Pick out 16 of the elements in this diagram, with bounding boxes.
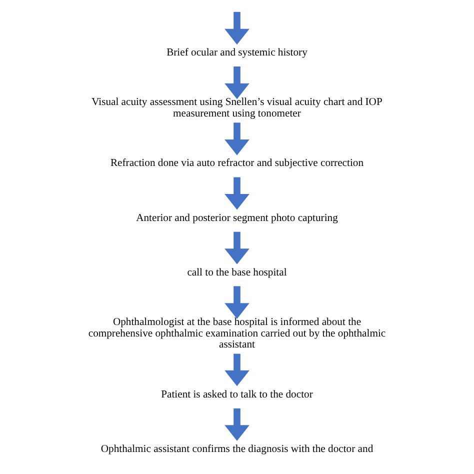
node-text: Brief ocular and systemic history <box>166 48 308 59</box>
node-text: Ophthalmologist at the base hospital is informed about the comprehensive ophthalmic examination carried out by the ophthalmic assistant <box>88 316 386 351</box>
arrow <box>224 122 250 156</box>
arrow <box>224 12 250 45</box>
arrow <box>224 286 250 319</box>
arrow <box>224 354 250 386</box>
node-text: Patient is asked to talk to the doctor <box>161 389 313 400</box>
node-text: Visual acuity assessment using Snellen’s visual acuity chart and IOP measurement using tonometer <box>92 97 382 120</box>
node-text: Anterior and posterior segment photo capturing <box>136 212 338 224</box>
arrow <box>224 232 250 264</box>
arrow <box>224 177 250 210</box>
node-text: Ophthalmic assistant confirms the diagnosis with the doctor and <box>100 444 374 455</box>
arrow <box>224 408 250 441</box>
node-text: call to the base hospital <box>187 267 287 278</box>
arrow <box>224 66 250 100</box>
node-text: Refraction done via auto refractor and subjective correction <box>110 158 364 170</box>
